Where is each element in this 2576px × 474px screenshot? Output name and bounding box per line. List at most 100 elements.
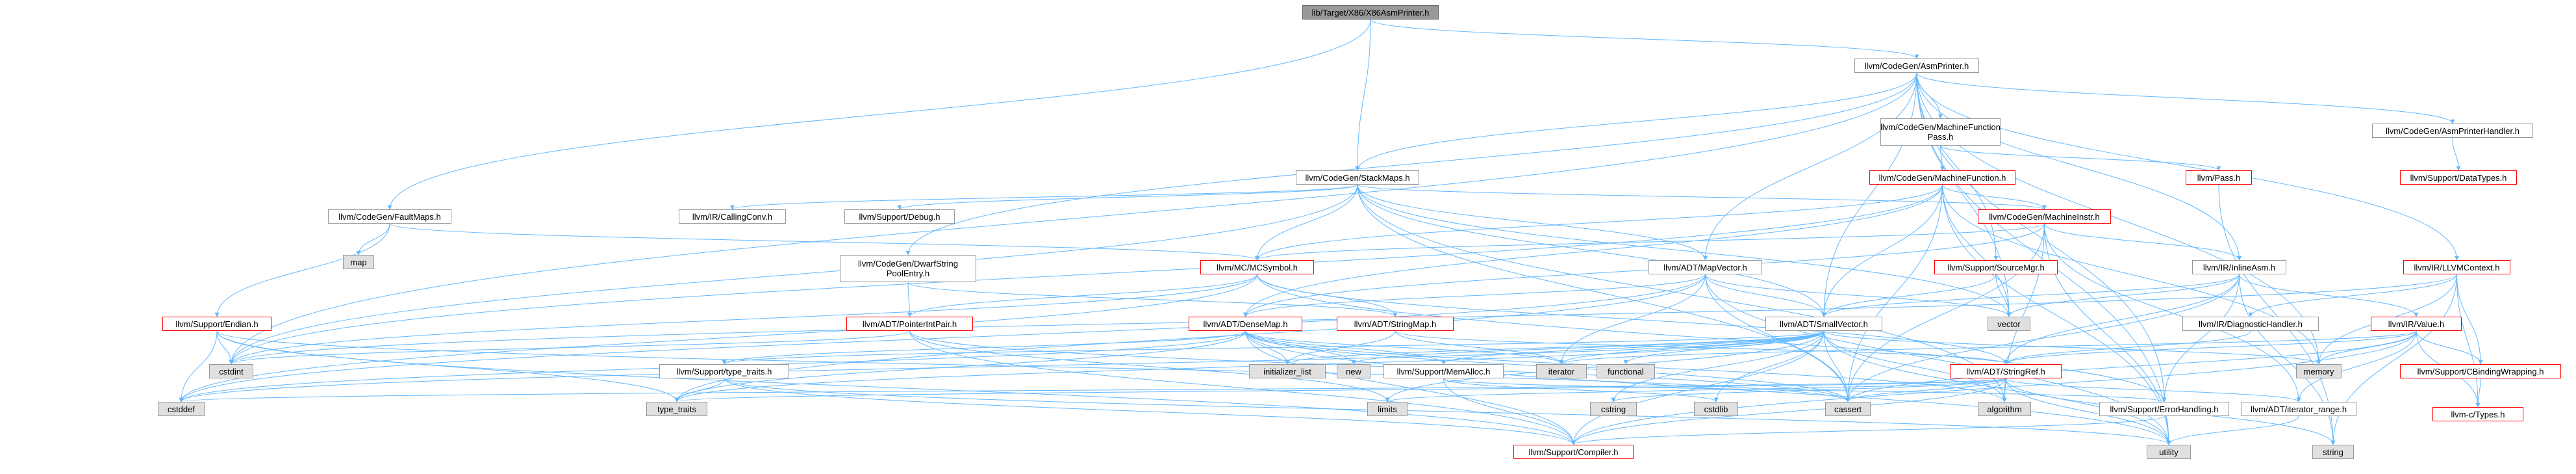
node-endian-h[interactable]: llvm/Support/Endian.h: [162, 317, 271, 331]
node-iterator-range-h[interactable]: llvm/ADT/iterator_range.h: [2241, 402, 2356, 416]
node-densemap-h[interactable]: llvm/ADT/DenseMap.h: [1189, 317, 1302, 331]
edge-value-to-iterator: [1559, 330, 2417, 365]
node-stringref-h[interactable]: llvm/ADT/StringRef.h: [1950, 364, 2062, 378]
edge-mapvector-to-cstddef: [179, 274, 1706, 402]
node-debug-h[interactable]: llvm/Support/Debug.h: [844, 209, 955, 224]
edge-llvmcontext-to-cbinding: [2456, 274, 2483, 365]
edge-mapvector-to-utility: [1705, 274, 2171, 445]
node-machinefunctionpass-h[interactable]: llvm/CodeGen/MachineFunction Pass.h: [1880, 118, 2001, 146]
edge-pass-to-string: [2218, 184, 2336, 445]
node-type-traits[interactable]: type_traits: [646, 402, 707, 416]
edge-root-to-stackmaps: [1355, 19, 1371, 171]
edge-densemap-to-type_traits: [674, 330, 1246, 402]
edge-mcsymbol-to-errorhandling: [1257, 274, 2167, 402]
edge-inlineasm-to-smallvector: [1821, 274, 2240, 317]
node-llvmcontext-h[interactable]: llvm/IR/LLVMContext.h: [2403, 260, 2510, 274]
edge-stringref-to-cstring: [1611, 378, 2006, 402]
node-asmprinterhandler-h[interactable]: llvm/CodeGen/AsmPrinterHandler.h: [2372, 124, 2533, 138]
edge-asmprinter-to-llvmcontext: [1916, 72, 2459, 261]
edge-endian-to-cassert: [216, 330, 1850, 402]
node-llvm-c-types-h[interactable]: llvm-c/Types.h: [2432, 407, 2523, 421]
node-value-h[interactable]: llvm/IR/Value.h: [2371, 317, 2462, 331]
node-iterator[interactable]: iterator: [1536, 364, 1587, 378]
node-stringmap-h[interactable]: llvm/ADT/StringMap.h: [1337, 317, 1454, 331]
node-cstdlib[interactable]: cstdlib: [1694, 402, 1738, 416]
edge-smallvector-to-memory: [1823, 330, 2321, 365]
edge-smallvector-to-new: [1351, 330, 1825, 365]
edge-asmprinter-to-inlineasm: [1916, 72, 2241, 261]
edge-mcsymbol-to-ptrintpair: [907, 274, 1257, 317]
node-cassert[interactable]: cassert: [1825, 402, 1871, 416]
node-inlineasm-h[interactable]: llvm/IR/InlineAsm.h: [2192, 260, 2286, 274]
edge-value-to-iterrange: [2296, 330, 2417, 402]
node-diagnostichandler-h[interactable]: llvm/IR/DiagnosticHandler.h: [2182, 317, 2319, 331]
node-vector[interactable]: vector: [1988, 317, 2030, 331]
node-memory[interactable]: memory: [2296, 364, 2342, 378]
edge-smallvector-to-iterator: [1559, 330, 1825, 365]
node-errorhandling-h[interactable]: llvm/Support/ErrorHandling.h: [2099, 402, 2229, 416]
edge-inlineasm-to-stringref: [2003, 274, 2240, 365]
node-limits[interactable]: limits: [1367, 402, 1408, 416]
edge-value-to-cbinding: [2416, 330, 2483, 365]
edge-mf-to-machineinstr: [1942, 184, 2047, 210]
edge-densemap-to-new: [1245, 330, 1356, 365]
edge-asmprinter-to-cstdint: [229, 72, 1917, 365]
node-stackmaps-h[interactable]: llvm/CodeGen/StackMaps.h: [1296, 170, 1419, 185]
node-asmprinter-h[interactable]: llvm/CodeGen/AsmPrinter.h: [1854, 59, 1979, 73]
node-compiler-h[interactable]: llvm/Support/Compiler.h: [1513, 445, 1634, 459]
node-memalloc-h[interactable]: llvm/Support/MemAlloc.h: [1383, 364, 1504, 378]
node-map[interactable]: map: [343, 255, 374, 269]
node-support-type-traits-h[interactable]: llvm/Support/type_traits.h: [659, 364, 789, 378]
edge-smallvector-to-cstddef: [179, 330, 1825, 402]
edge-root-to-asmprinter: [1370, 19, 1919, 59]
edge-stringref-to-cassert: [1845, 378, 2006, 402]
edge-ptrintpair-to-cstdint: [229, 330, 910, 365]
edge-mf-to-vector: [1942, 184, 2012, 317]
node-algorithm[interactable]: algorithm: [1978, 402, 2031, 416]
edge-sourcemgr-to-smallvector: [1821, 274, 1997, 317]
node-functional[interactable]: functional: [1597, 364, 1655, 378]
edge-value-to-memory: [2316, 330, 2417, 365]
node-utility[interactable]: utility: [2147, 445, 2191, 459]
edge-cbinding-to-ctypes: [2475, 378, 2481, 408]
edge-endian-to-compiler: [216, 330, 1576, 445]
node-x86asmprinter-h[interactable]: lib/Target/X86/X86AsmPrinter.h: [1302, 5, 1439, 20]
edge-mapvector-to-densemap: [1243, 274, 1706, 317]
edge-smallvector-to-compiler: [1571, 330, 1825, 445]
node-callingconv-h[interactable]: llvm/IR/CallingConv.h: [679, 209, 786, 224]
node-faultmaps-h[interactable]: llvm/CodeGen/FaultMaps.h: [328, 209, 451, 224]
node-pass-h[interactable]: llvm/Pass.h: [2186, 170, 2252, 185]
edge-asmprinter-to-smallvector: [1821, 72, 1917, 317]
edge-smallvector-to-initlist: [1285, 330, 1825, 365]
node-mcsymbol-h[interactable]: llvm/MC/MCSymbol.h: [1200, 260, 1314, 274]
edge-mcsymbol-to-cstdint: [229, 274, 1257, 365]
edge-typetraitsS-to-compiler: [724, 378, 1576, 445]
edge-machineinstr-to-densemap: [1243, 223, 2045, 317]
edge-faultmaps-to-endian: [214, 223, 390, 317]
node-sourcemgr-h[interactable]: llvm/Support/SourceMgr.h: [1934, 260, 2058, 274]
edge-stringref-to-cstddef: [179, 378, 2006, 402]
node-cstddef[interactable]: cstddef: [158, 402, 205, 416]
edge-faultmaps-to-map: [356, 223, 390, 256]
node-new[interactable]: new: [1337, 364, 1370, 378]
node-cstring[interactable]: cstring: [1590, 402, 1637, 416]
node-initializer-list[interactable]: initializer_list: [1249, 364, 1326, 378]
node-dwarfstringpoolentry-h[interactable]: llvm/CodeGen/DwarfString PoolEntry.h: [840, 255, 976, 282]
edge-stringref-to-algorithm: [2002, 378, 2007, 402]
edge-stringref-to-compiler: [1571, 378, 2006, 445]
edge-mf-to-mcsymbol: [1255, 184, 1943, 261]
edge-asmprinter-to-stackmaps: [1355, 72, 1917, 171]
node-cbindingwrapping-h[interactable]: llvm/Support/CBindingWrapping.h: [2400, 364, 2561, 378]
edge-stringmap-to-stringref: [1395, 330, 2008, 365]
node-smallvector-h[interactable]: llvm/ADT/SmallVector.h: [1765, 317, 1882, 331]
node-mapvector-h[interactable]: llvm/ADT/MapVector.h: [1648, 260, 1762, 274]
edge-stackmaps-to-mcsymbol: [1255, 184, 1358, 261]
edge-endian-to-type_traits: [216, 330, 679, 402]
node-string[interactable]: string: [2312, 445, 2354, 459]
edge-inlineasm-to-vector: [2006, 274, 2240, 317]
node-datatypes-h[interactable]: llvm/Support/DataTypes.h: [2400, 170, 2517, 185]
node-machineinstr-h[interactable]: llvm/CodeGen/MachineInstr.h: [1978, 209, 2111, 224]
node-machinefunction-h[interactable]: llvm/CodeGen/MachineFunction.h: [1869, 170, 2015, 185]
node-pointerintpair-h[interactable]: llvm/ADT/PointerIntPair.h: [846, 317, 973, 331]
node-cstdint[interactable]: cstdint: [209, 364, 253, 378]
